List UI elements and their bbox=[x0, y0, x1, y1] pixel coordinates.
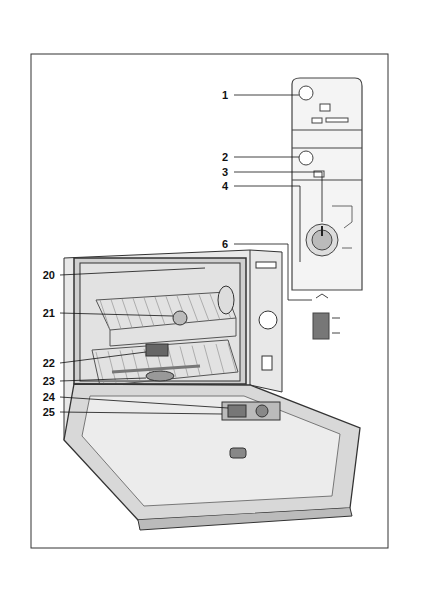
basket-wire bbox=[100, 300, 110, 330]
basket-wire bbox=[204, 345, 212, 374]
callout-number: 1 bbox=[222, 89, 228, 101]
basket-wire bbox=[180, 346, 188, 376]
basket-wire bbox=[155, 297, 165, 325]
basket-wire bbox=[132, 350, 140, 381]
callout-number: 2 bbox=[222, 151, 228, 163]
callout-number: 3 bbox=[222, 166, 228, 178]
callout-number: 6 bbox=[222, 238, 228, 250]
frame bbox=[31, 54, 388, 548]
basket-wire bbox=[216, 344, 224, 373]
dishwasher bbox=[64, 250, 360, 530]
callout-number: 20 bbox=[43, 269, 55, 281]
basket-wire bbox=[192, 346, 200, 376]
basket-wire bbox=[228, 343, 236, 372]
basket-wire bbox=[144, 298, 154, 326]
basket-wire bbox=[188, 295, 198, 322]
callout-number: 4 bbox=[222, 180, 228, 192]
basket-wire bbox=[133, 298, 143, 327]
callout-number: 21 bbox=[43, 307, 55, 319]
callout-number: 24 bbox=[43, 391, 55, 403]
callout-number: 22 bbox=[43, 357, 55, 369]
callout-number: 25 bbox=[43, 406, 55, 418]
basket-wire bbox=[199, 295, 209, 321]
leader-lines bbox=[60, 95, 322, 414]
basket-wire bbox=[122, 299, 132, 328]
callout-number: 23 bbox=[43, 375, 55, 387]
